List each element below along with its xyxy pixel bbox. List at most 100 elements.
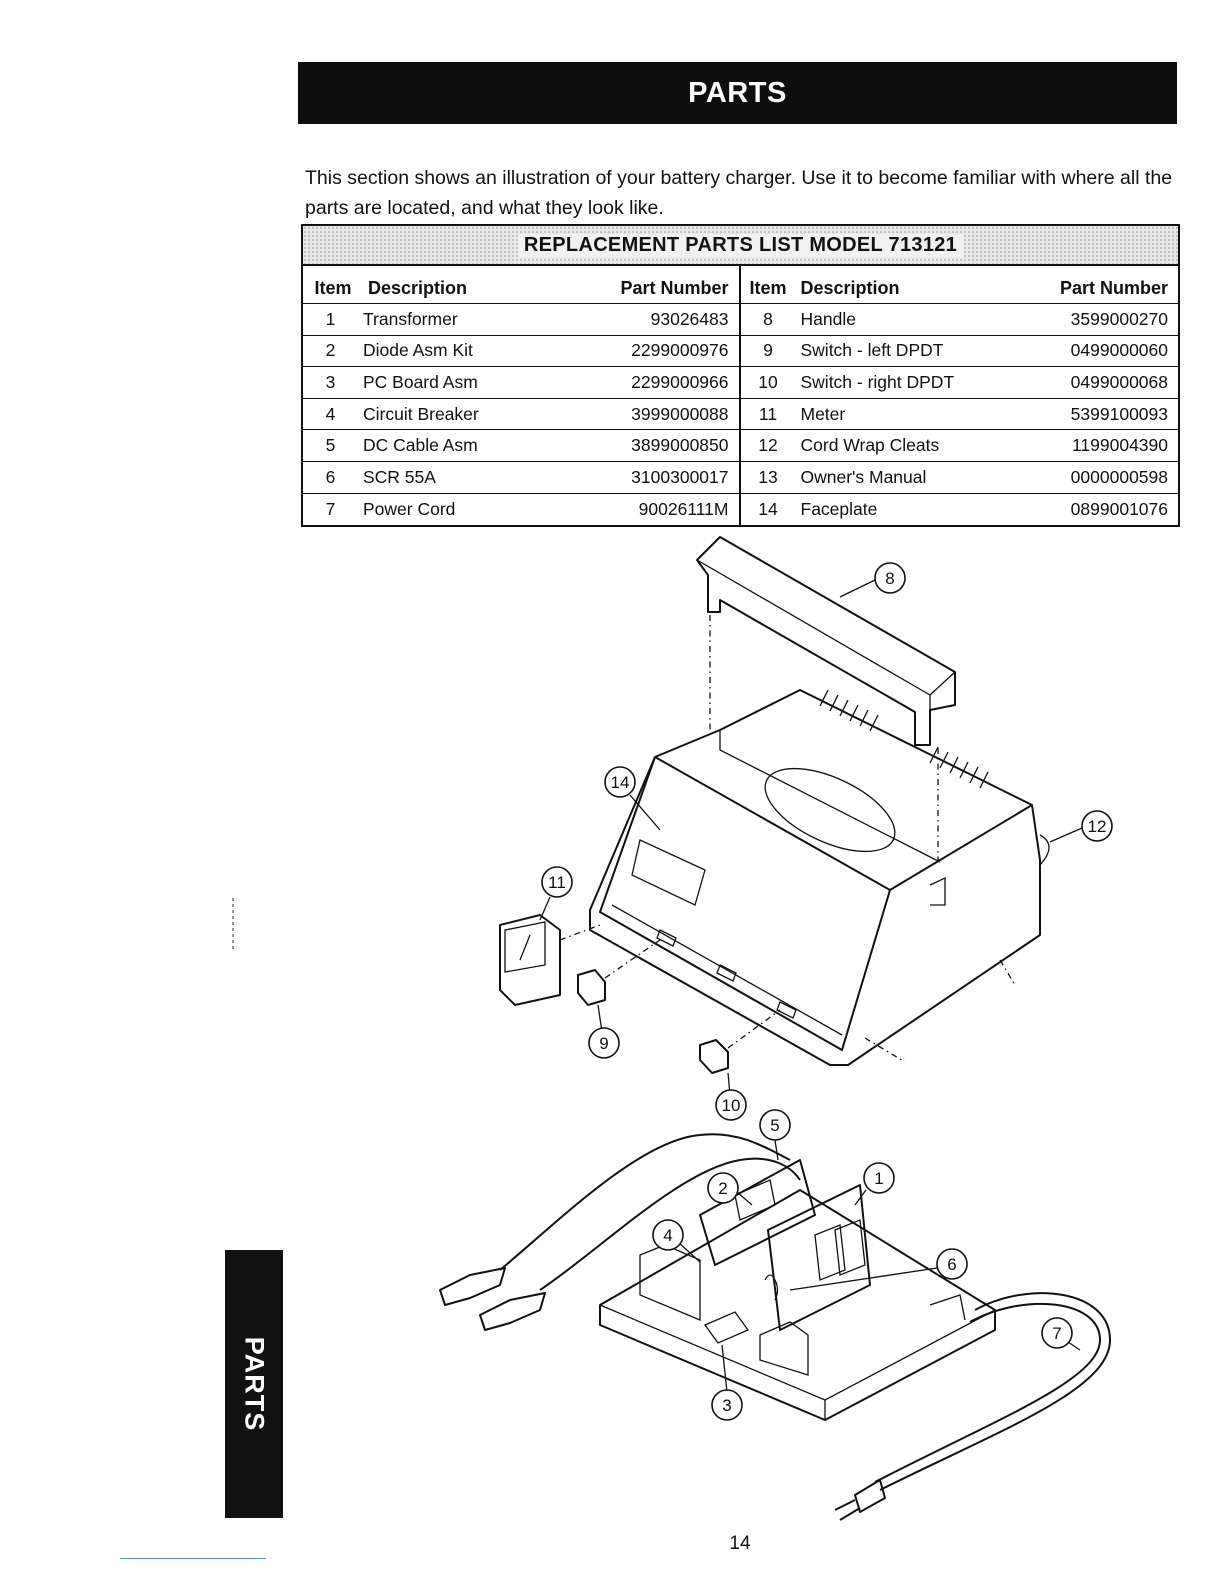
callout-11: 11 bbox=[539, 866, 573, 921]
item-number: 7 bbox=[325, 498, 336, 519]
table-row: 9 Switch - left DPDT 0499000060 bbox=[740, 336, 1178, 368]
callout-3-label: 3 bbox=[722, 1396, 731, 1415]
table-row: 2 Diode Asm Kit 2299000976 bbox=[303, 336, 739, 368]
callout-2: 2 bbox=[707, 1172, 753, 1206]
item-part-number: 2299000976 bbox=[631, 340, 729, 361]
table-header-row: Item Description Part Number bbox=[740, 266, 1178, 304]
header-item: Item bbox=[749, 278, 787, 298]
item-part-number: 3100300017 bbox=[631, 466, 729, 487]
callout-7: 7 bbox=[1041, 1317, 1081, 1351]
header-part-number: Part Number bbox=[620, 278, 729, 298]
item-description: Switch - right DPDT bbox=[800, 371, 955, 392]
callout-1-label: 1 bbox=[874, 1169, 883, 1188]
item-part-number: 3999000088 bbox=[631, 403, 729, 424]
callout-11-label: 11 bbox=[548, 873, 566, 892]
item-number: 9 bbox=[763, 340, 773, 361]
callout-5: 5 bbox=[759, 1109, 791, 1161]
item-description: Owner's Manual bbox=[800, 466, 927, 487]
callout-5-label: 5 bbox=[770, 1116, 779, 1135]
item-number: 4 bbox=[325, 403, 336, 424]
item-part-number: 93026483 bbox=[650, 308, 729, 329]
item-description: SCR 55A bbox=[363, 466, 436, 487]
callout-8: 8 bbox=[839, 562, 906, 598]
table-row: 1 Transformer 93026483 bbox=[303, 304, 739, 336]
exploded-parts-diagram: 8 14 12 11 9 10 5 2 1 4 bbox=[439, 536, 1113, 1521]
callout-12-label: 12 bbox=[1088, 817, 1107, 836]
switch-right-illustration bbox=[699, 1009, 781, 1096]
table-title-bar: REPLACEMENT PARTS LIST MODEL 713121 bbox=[303, 226, 1178, 266]
item-description: Cord Wrap Cleats bbox=[800, 435, 940, 456]
margin-mark bbox=[232, 898, 234, 950]
replacement-parts-table: REPLACEMENT PARTS LIST MODEL 713121 Item… bbox=[301, 224, 1180, 528]
item-part-number: 0499000060 bbox=[1070, 340, 1168, 361]
table-row: 4 Circuit Breaker 3999000088 bbox=[303, 399, 739, 431]
item-description: Transformer bbox=[363, 308, 458, 329]
item-description: Power Cord bbox=[363, 498, 456, 519]
table-row: 13 Owner's Manual 0000000598 bbox=[740, 462, 1178, 494]
item-number: 14 bbox=[758, 498, 778, 519]
callout-14: 14 bbox=[604, 766, 661, 831]
callout-8-label: 8 bbox=[885, 569, 894, 588]
callout-12: 12 bbox=[1049, 810, 1113, 843]
table-row: 12 Cord Wrap Cleats 1199004390 bbox=[740, 430, 1178, 462]
item-part-number: 90026111M bbox=[638, 498, 729, 519]
item-number: 11 bbox=[758, 403, 778, 424]
header-part-number: Part Number bbox=[1059, 278, 1168, 298]
housing-illustration bbox=[589, 689, 1050, 1066]
table-row: 7 Power Cord 90026111M bbox=[303, 494, 739, 526]
section-banner: PARTS bbox=[298, 62, 1177, 124]
item-part-number: 1199004390 bbox=[1071, 435, 1168, 456]
table-row: 14 Faceplate 0899001076 bbox=[741, 494, 1179, 526]
item-part-number: 3599000270 bbox=[1070, 308, 1168, 329]
item-number: 1 bbox=[325, 308, 336, 329]
table-row: 6 SCR 55A 3100300017 bbox=[303, 462, 739, 494]
callout-4-label: 4 bbox=[663, 1226, 672, 1245]
base-tray-illustration bbox=[599, 1159, 996, 1421]
table-title: REPLACEMENT PARTS LIST MODEL 713121 bbox=[517, 233, 964, 257]
callout-10-label: 10 bbox=[722, 1096, 741, 1115]
item-number: 6 bbox=[325, 466, 336, 487]
callout-4: 4 bbox=[652, 1219, 701, 1263]
callout-9-label: 9 bbox=[599, 1034, 608, 1053]
callout-10: 10 bbox=[715, 1089, 747, 1121]
item-number: 3 bbox=[325, 371, 336, 392]
item-part-number: 0499000068 bbox=[1070, 371, 1168, 392]
item-description: Diode Asm Kit bbox=[363, 340, 473, 361]
item-part-number: 3899000850 bbox=[631, 435, 729, 456]
item-number: 12 bbox=[758, 435, 778, 456]
section-title: PARTS bbox=[688, 76, 787, 109]
table-columns: Item Description Part Number 1 Transforme… bbox=[303, 266, 1179, 526]
intro-paragraph: This section shows an illustration of yo… bbox=[305, 166, 1173, 219]
callout-9: 9 bbox=[588, 1027, 620, 1059]
item-description: Circuit Breaker bbox=[363, 403, 479, 424]
header-description: Description bbox=[368, 278, 468, 298]
item-part-number: 5399100093 bbox=[1070, 403, 1168, 424]
header-description: Description bbox=[800, 278, 900, 298]
item-part-number: 0000000598 bbox=[1070, 466, 1168, 487]
item-description: Switch - left DPDT bbox=[800, 340, 944, 361]
item-description: PC Board Asm bbox=[363, 371, 478, 392]
page-number: 14 bbox=[729, 1533, 751, 1554]
callout-6: 6 bbox=[789, 1248, 968, 1291]
item-description: Faceplate bbox=[800, 498, 878, 519]
side-section-tab: PARTS bbox=[225, 1250, 283, 1518]
callout-6-label: 6 bbox=[947, 1255, 956, 1274]
meter-illustration bbox=[499, 914, 601, 1006]
header-item: Item bbox=[314, 278, 352, 298]
footer-rule bbox=[120, 1558, 266, 1559]
item-description: Handle bbox=[800, 308, 856, 329]
item-description: DC Cable Asm bbox=[363, 435, 478, 456]
power-cord-illustration bbox=[834, 1292, 1111, 1521]
item-part-number: 0899001076 bbox=[1070, 498, 1168, 519]
callout-7-label: 7 bbox=[1052, 1324, 1061, 1343]
table-header-row: Item Description Part Number bbox=[303, 266, 739, 304]
item-number: 13 bbox=[758, 466, 778, 487]
item-number: 2 bbox=[325, 340, 336, 361]
callout-1: 1 bbox=[854, 1162, 895, 1206]
